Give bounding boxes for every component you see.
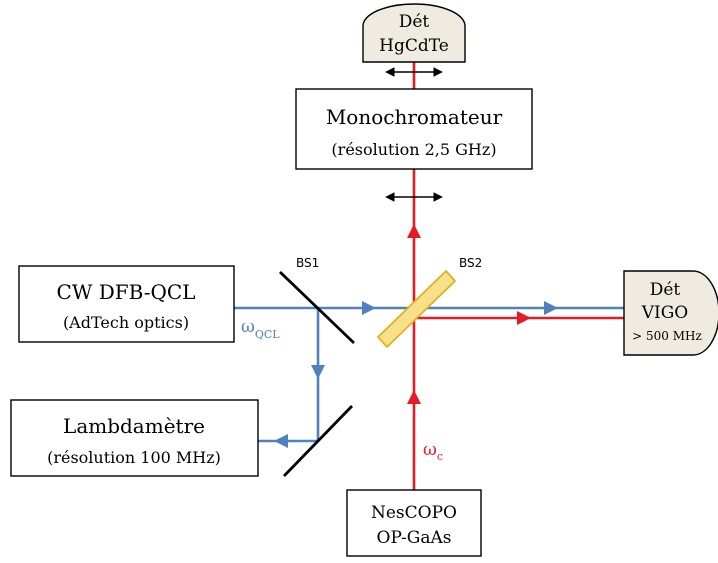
opo-beam-symbol: ω: [423, 440, 437, 460]
bs2-beamsplitter: [376, 269, 457, 349]
blue-arrow-right-2: [544, 301, 558, 315]
fold-mirror: [282, 405, 354, 477]
laser-title: CW DFB-QCL: [57, 280, 196, 304]
qcl-beam-symbol: ω: [241, 317, 255, 337]
monochromator-title: Monochromateur: [326, 105, 503, 129]
wavemeter-box: Lambdamètre (résolution 100 MHz): [10, 399, 259, 477]
laser-subtitle: (AdTech optics): [63, 313, 189, 332]
red-arrow-right: [517, 311, 531, 325]
bs2-label: BS2: [459, 256, 482, 270]
detector-hgcdte: Dét HgCdTe: [362, 3, 466, 63]
opo-line2: OP-GaAs: [377, 528, 452, 548]
bs1-mirror: [279, 270, 355, 345]
qcl-beam-label: ωQCL: [241, 317, 280, 341]
wavemeter-subtitle: (résolution 100 MHz): [47, 448, 221, 467]
opo-beam-label: ωc: [423, 440, 443, 463]
detector-vigo-line2: VIGO: [641, 303, 689, 323]
detector-vigo-line1: Dét: [650, 280, 681, 300]
detector-vigo: Dét VIGO > 500 MHz: [623, 270, 718, 356]
detector-hgcdte-line2: HgCdTe: [379, 36, 449, 56]
blue-arrow-down: [311, 365, 325, 379]
opo-beam-subscript: c: [437, 450, 443, 463]
red-arrow-up-1: [407, 224, 421, 238]
red-arrow-up-2: [407, 390, 421, 404]
bs1-label: BS1: [296, 256, 319, 270]
wavemeter-title: Lambdamètre: [63, 414, 205, 438]
monochromator-box: Monochromateur (résolution 2,5 GHz): [295, 88, 533, 170]
opo-line1: NesCOPO: [371, 503, 457, 523]
blue-arrow-left: [274, 434, 288, 448]
detector-vigo-line3: > 500 MHz: [632, 329, 702, 343]
laser-box: CW DFB-QCL (AdTech optics): [18, 265, 235, 343]
qcl-beam-subscript: QCL: [255, 328, 280, 341]
monochromator-subtitle: (résolution 2,5 GHz): [331, 140, 496, 159]
opo-box: NesCOPO OP-GaAs: [346, 489, 482, 557]
blue-arrow-right-1: [362, 301, 376, 315]
detector-hgcdte-line1: Dét: [399, 12, 430, 32]
